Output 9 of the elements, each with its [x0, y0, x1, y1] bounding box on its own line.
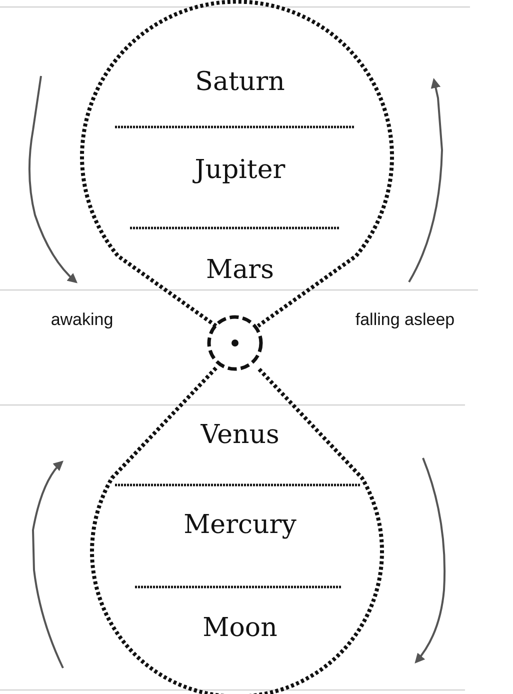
phase-label: awaking [50, 310, 114, 330]
planet-name: Mercury [184, 510, 296, 540]
phase-label: falling asleep [355, 310, 455, 330]
planet-name: Jupiter [194, 155, 286, 185]
planet-name: Moon [202, 613, 278, 643]
planet-name: Saturn [195, 67, 285, 97]
earth-circle [205, 313, 265, 373]
planet-name: Mars [206, 255, 274, 285]
planet-name: Venus [200, 420, 280, 450]
